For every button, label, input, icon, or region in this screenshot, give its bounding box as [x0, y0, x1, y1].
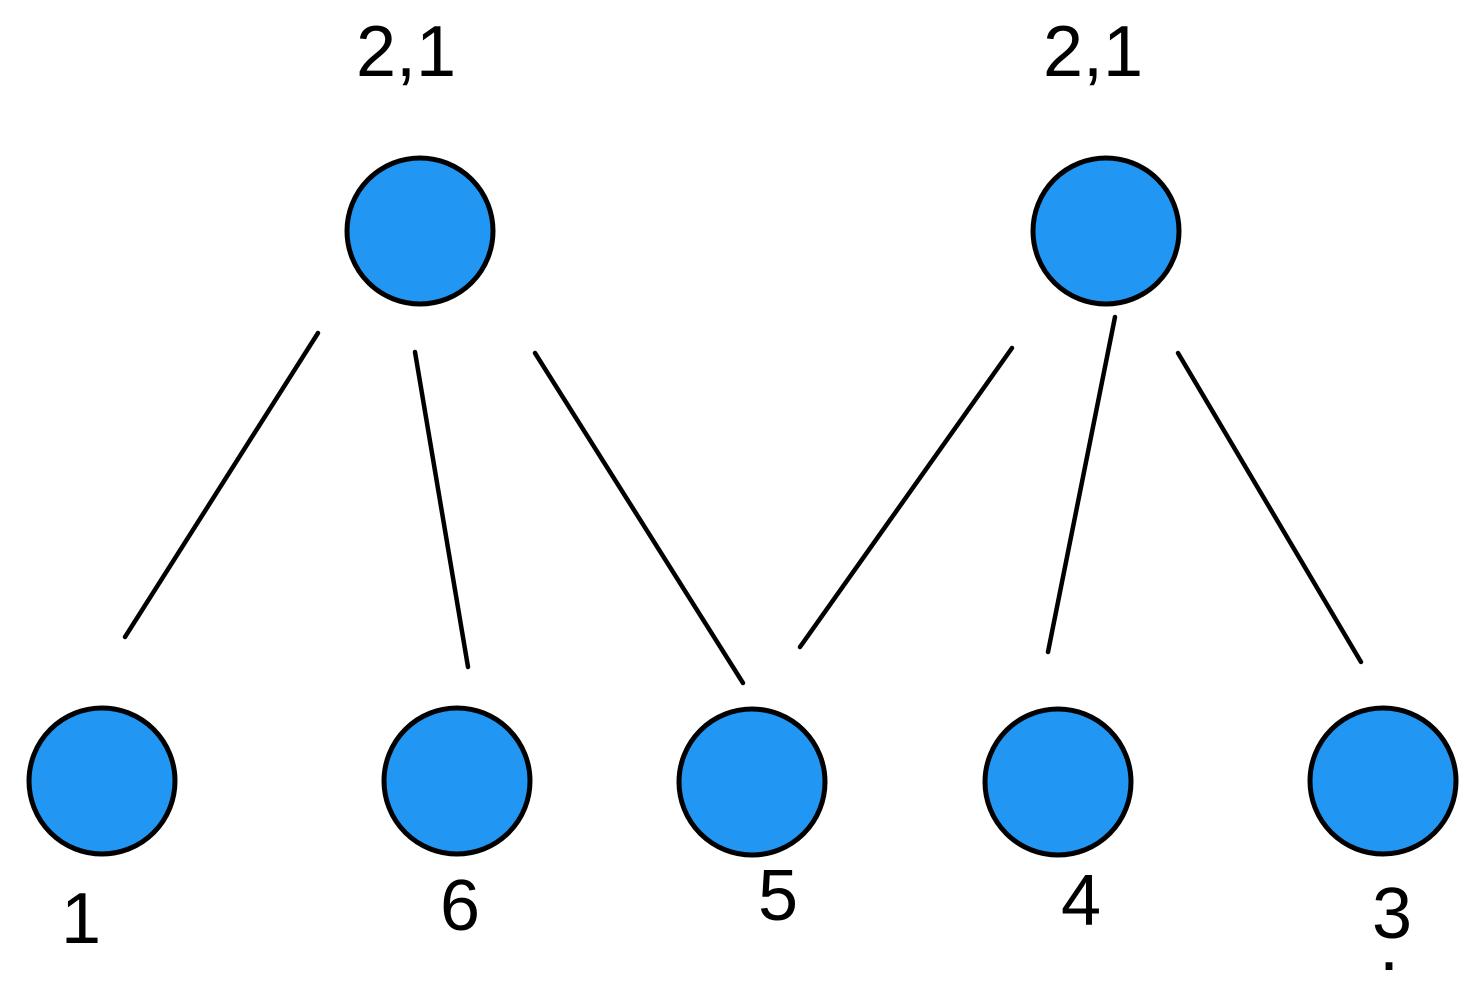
edge-root-left-to-leaf-6: [412, 349, 471, 670]
edge-root-left-to-leaf-5: [532, 350, 746, 686]
edge-root-left-to-leaf-1: [122, 330, 321, 640]
node-root-left: [344, 155, 496, 307]
node-leaf-6: [381, 705, 533, 857]
sentence-period: .: [1379, 906, 1399, 986]
node-label-leaf-5: 5: [758, 856, 798, 936]
node-label-leaf-4: 4: [1061, 861, 1101, 941]
edge-root-right-to-leaf-3: [1175, 350, 1364, 665]
node-label-leaf-6: 6: [440, 866, 480, 946]
edge-root-right-to-leaf-4: [1045, 314, 1118, 655]
node-label-leaf-1: 1: [61, 879, 101, 959]
edge-root-right-to-leaf-5: [797, 345, 1015, 650]
node-label-root-right: 2,1: [1043, 12, 1143, 92]
node-leaf-5: [676, 706, 828, 858]
node-root-right: [1030, 155, 1182, 307]
node-leaf-1: [26, 705, 178, 857]
node-leaf-4: [982, 706, 1134, 858]
node-leaf-3: [1307, 705, 1459, 857]
node-label-leaf-3: 3: [1372, 874, 1412, 954]
node-label-root-left: 2,1: [356, 12, 456, 92]
